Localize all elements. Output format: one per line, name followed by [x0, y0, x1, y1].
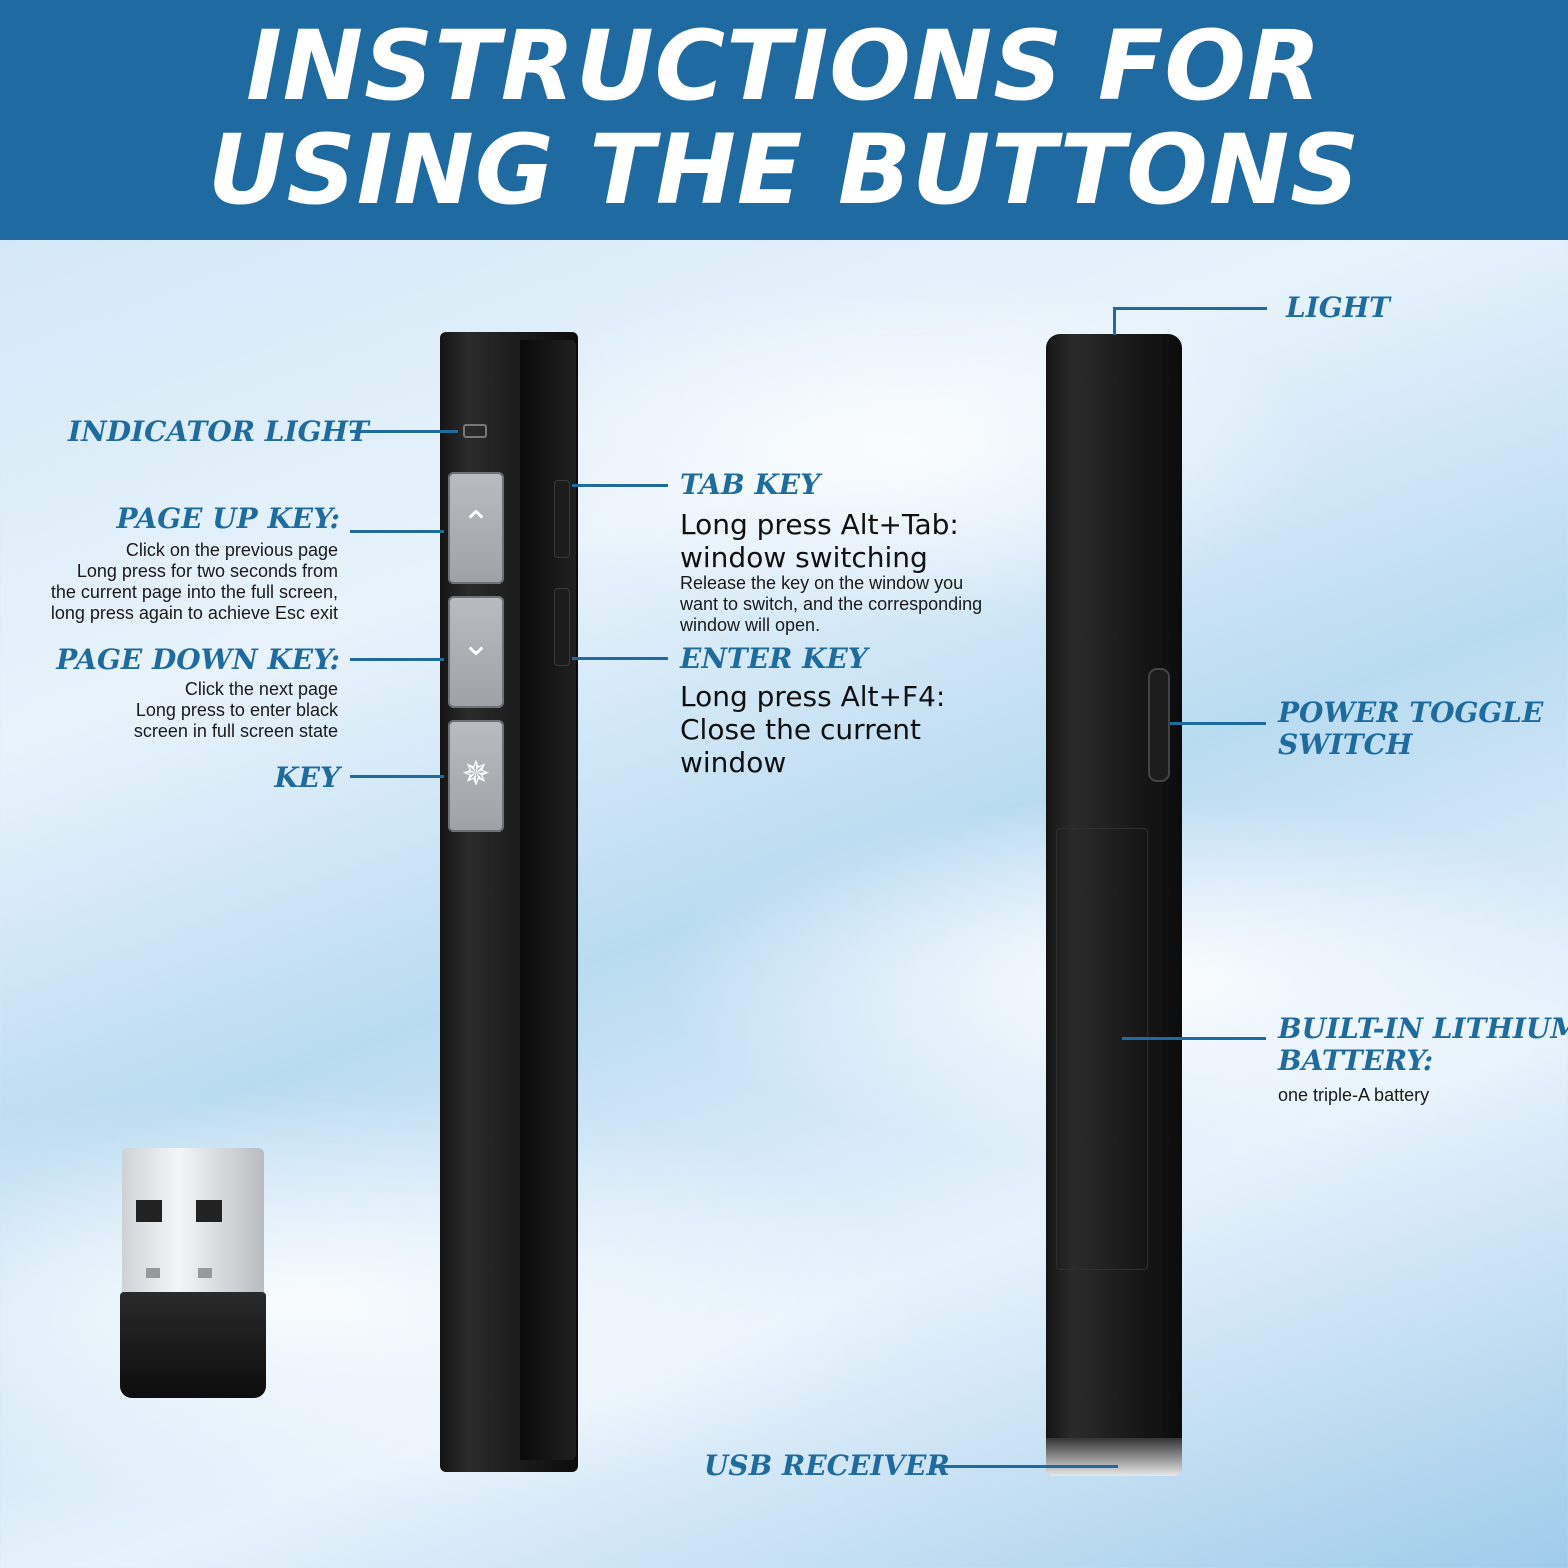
tab-key-note-line: window will open.	[680, 615, 821, 635]
page-up-desc-line: long press again to achieve Esc exit	[50, 603, 338, 623]
page-up-leader	[350, 530, 444, 533]
battery-label-line: BATTERY:	[1278, 1044, 1434, 1077]
key-leader	[350, 775, 444, 778]
battery-label-line: BUILT-IN LITHIUM	[1278, 1012, 1568, 1045]
chevron-up-icon: ⌃	[461, 504, 491, 544]
power-toggle-label-line: POWER TOGGLE	[1278, 696, 1544, 729]
power-toggle-leader	[1170, 722, 1266, 725]
laser-button[interactable]: ✵	[448, 720, 504, 832]
presenter-side-body	[1046, 334, 1182, 1474]
page-down-description: Click the next page Long press to enter …	[10, 679, 338, 742]
enter-key-button[interactable]	[554, 588, 570, 666]
chevron-down-icon: ⌄	[461, 624, 491, 664]
page-down-desc-line: Click the next page	[184, 679, 338, 699]
battery-leader	[1122, 1037, 1266, 1040]
tab-key-note-line: want to switch, and the corresponding	[680, 594, 983, 614]
page-down-leader	[350, 658, 444, 661]
usb-cap	[120, 1292, 266, 1398]
page-down-desc-line: screen in full screen state	[133, 721, 338, 741]
tab-key-note: Release the key on the window you want t…	[680, 573, 982, 636]
page-up-desc-line: Long press for two seconds from	[76, 561, 338, 581]
usb-contact	[198, 1268, 212, 1278]
indicator-light-label: INDICATOR LIGHT	[68, 415, 369, 448]
enter-key-description: Long press Alt+F4: Close the current win…	[680, 680, 945, 779]
page-down-desc-line: Long press to enter black	[135, 700, 338, 720]
usb-connector	[122, 1148, 264, 1298]
enter-key-label: ENTER KEY	[680, 642, 868, 675]
enter-key-desc-line: Close the current	[680, 713, 922, 746]
usb-pin-hole	[136, 1200, 162, 1222]
title-line-1: INSTRUCTIONS FOR	[246, 10, 1322, 122]
page-up-desc-line: the current page into the full screen,	[50, 582, 338, 602]
title-banner: INSTRUCTIONS FOR USING THE BUTTONS	[0, 0, 1568, 240]
tab-key-desc-line: window switching	[680, 541, 928, 574]
tab-key-button[interactable]	[554, 480, 570, 558]
laser-icon: ✵	[461, 754, 491, 794]
battery-label: BUILT-IN LITHIUM BATTERY:	[1278, 1013, 1568, 1077]
usb-contact	[146, 1268, 160, 1278]
power-toggle-label-line: SWITCH	[1278, 728, 1413, 761]
enter-key-leader	[572, 657, 668, 660]
indicator-light-icon	[463, 424, 487, 438]
tab-key-note-line: Release the key on the window you	[680, 573, 964, 593]
page-down-label: PAGE DOWN KEY:	[56, 643, 340, 676]
usb-receiver-slot	[1046, 1438, 1182, 1476]
usb-receiver-leader	[932, 1465, 1118, 1468]
tab-key-description: Long press Alt+Tab: window switching	[680, 508, 959, 574]
power-toggle-switch[interactable]	[1148, 668, 1170, 782]
page-up-description: Click on the previous page Long press fo…	[10, 540, 338, 624]
page-up-desc-line: Click on the previous page	[125, 540, 338, 560]
title-line-2: USING THE BUTTONS	[207, 114, 1361, 226]
page-title: INSTRUCTIONS FOR USING THE BUTTONS	[0, 14, 1568, 222]
tab-key-desc-line: Long press Alt+Tab:	[680, 508, 959, 541]
indicator-light-leader	[350, 430, 458, 433]
enter-key-desc-line: window	[680, 746, 787, 779]
page-up-label: PAGE UP KEY:	[116, 502, 340, 535]
tab-key-leader	[572, 484, 668, 487]
usb-pin-hole	[196, 1200, 222, 1222]
page-down-button[interactable]: ⌄	[448, 596, 504, 708]
page-up-button[interactable]: ⌃	[448, 472, 504, 584]
battery-description: one triple-A battery	[1278, 1085, 1430, 1105]
battery-compartment	[1056, 828, 1148, 1270]
light-label: LIGHT	[1286, 291, 1390, 324]
tab-key-label: TAB KEY	[680, 468, 821, 501]
usb-receiver-label: USB RECEIVER	[704, 1449, 950, 1482]
power-toggle-label: POWER TOGGLE SWITCH	[1278, 697, 1543, 761]
enter-key-desc-line: Long press Alt+F4:	[680, 680, 946, 713]
light-leader	[1113, 307, 1267, 310]
light-leader-vertical	[1113, 307, 1116, 335]
key-label: KEY	[274, 761, 340, 794]
